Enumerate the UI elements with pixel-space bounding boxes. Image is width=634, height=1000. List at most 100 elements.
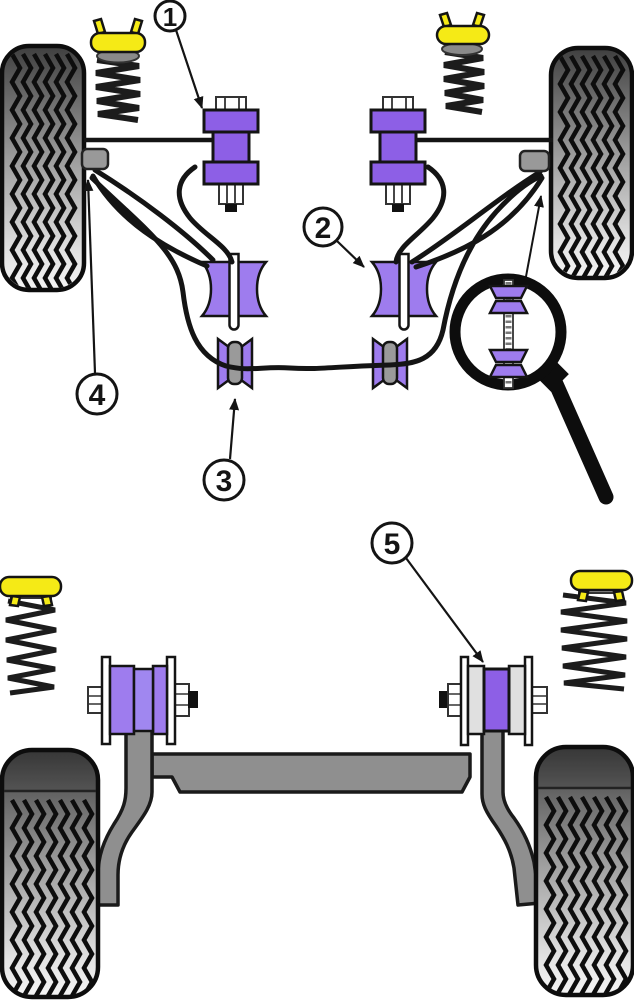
spacer-washer — [507, 664, 527, 736]
nut-facets — [175, 693, 189, 706]
bolt-facets — [88, 695, 103, 705]
rear-axle — [96, 726, 542, 907]
nut — [174, 683, 190, 717]
bolt-shaft — [218, 183, 244, 205]
callout-number: 2 — [315, 212, 332, 245]
magnifier-icon — [449, 273, 614, 505]
coil-spring — [443, 49, 485, 115]
axle-beam — [150, 752, 472, 794]
bushing-half — [108, 664, 136, 736]
mount-tab — [576, 589, 590, 603]
tire-cap — [538, 749, 631, 790]
control-arm-edge — [413, 175, 545, 270]
bushing-core — [226, 340, 244, 386]
bushing-core — [132, 667, 155, 733]
coil-spring — [95, 57, 141, 123]
bushing-center — [211, 130, 251, 164]
spring-top-mount — [435, 24, 491, 46]
front-left-spring — [89, 17, 147, 123]
tire-cap — [4, 752, 96, 793]
arm-link-edge — [176, 164, 235, 265]
tie-bar-detail — [487, 279, 530, 389]
top-hat-bushing-left — [202, 96, 260, 212]
rear-right-spring — [560, 569, 634, 692]
bushing-bottom-flange — [369, 160, 427, 186]
bolt-head — [215, 96, 247, 111]
callout-arrow — [228, 398, 240, 460]
control-arm-edge — [409, 169, 543, 265]
tie-bar-bracket-right — [518, 149, 551, 173]
callout-circle — [202, 458, 246, 502]
detail-bushing — [487, 348, 530, 364]
callout-number: 1 — [163, 2, 177, 32]
callout-1: 1 — [153, 0, 204, 109]
callout-arrow — [83, 179, 97, 374]
bolt-head — [530, 686, 548, 714]
coil-spring — [560, 592, 628, 692]
mount-tab — [40, 594, 54, 608]
control-arm-edge — [90, 173, 210, 269]
callout-5: 5 — [370, 521, 484, 663]
bushing-top-flange — [369, 108, 427, 134]
cap-shade — [538, 749, 631, 788]
bushing-center — [378, 130, 418, 164]
bolt-tip — [188, 691, 198, 708]
callout-4: 4 — [75, 179, 119, 416]
mount-tab — [8, 594, 22, 608]
front-left-tire — [0, 43, 87, 293]
bolt-facets — [531, 695, 547, 705]
mount-tab — [612, 589, 626, 603]
trailing-arm-right — [480, 726, 542, 907]
callout-number: 5 — [384, 528, 401, 561]
bushing-top-flange — [202, 108, 260, 134]
bolt-head — [382, 96, 414, 111]
bolt-head-facets — [391, 97, 407, 110]
bushing-core — [482, 667, 511, 733]
rear-left-spring — [0, 575, 63, 696]
hourglass-bushing-right — [369, 252, 439, 331]
callout-circle — [370, 521, 414, 565]
callout-3: 3 — [202, 398, 246, 502]
bushing-pin — [398, 252, 410, 331]
rear-beam-bushing-left — [87, 655, 198, 746]
front-right-spring — [435, 11, 491, 115]
detail-bushing — [487, 363, 530, 379]
callout-arrow — [336, 240, 365, 268]
callout-arrow — [405, 557, 484, 663]
bushing-half — [151, 664, 169, 736]
rear-beam-bushing-right — [439, 655, 548, 747]
spring-top-mount — [569, 569, 634, 592]
front-right-tire — [548, 45, 634, 281]
trailing-arm-left — [96, 726, 154, 907]
callout-2: 2 — [302, 206, 365, 268]
control-arm-edge — [92, 167, 216, 263]
callout-circle — [302, 206, 344, 248]
spacer-washer — [466, 664, 486, 736]
arm-link-edge — [393, 164, 447, 265]
bolt-head-facets — [224, 97, 240, 110]
rear-left-tire — [0, 747, 101, 1000]
bolt-tip — [392, 204, 404, 212]
nut-facets — [448, 693, 462, 706]
top-hat-bushing-right — [369, 96, 427, 212]
bushing-bottom-flange — [202, 160, 260, 186]
spring-top-mount — [89, 31, 147, 54]
bolt-shaft-facets — [226, 184, 236, 204]
spring-top-mount — [0, 575, 63, 598]
detail-bushing — [487, 299, 530, 315]
callout-circle — [153, 0, 187, 33]
rear-right-tire — [533, 744, 634, 998]
bolt-tip — [225, 204, 237, 212]
bolt-tip — [439, 691, 449, 708]
callout-arrow — [174, 29, 204, 109]
bushing-pin — [228, 252, 240, 331]
detail-bushing — [487, 284, 530, 300]
callout-circle — [75, 372, 119, 416]
callout-number: 4 — [89, 379, 106, 412]
front-subframe-outline — [89, 164, 545, 372]
tie-bar-bracket-left — [80, 147, 110, 171]
hourglass-bushing-left — [199, 252, 269, 331]
cap-shade — [4, 752, 96, 791]
callout-number: 3 — [216, 465, 233, 498]
